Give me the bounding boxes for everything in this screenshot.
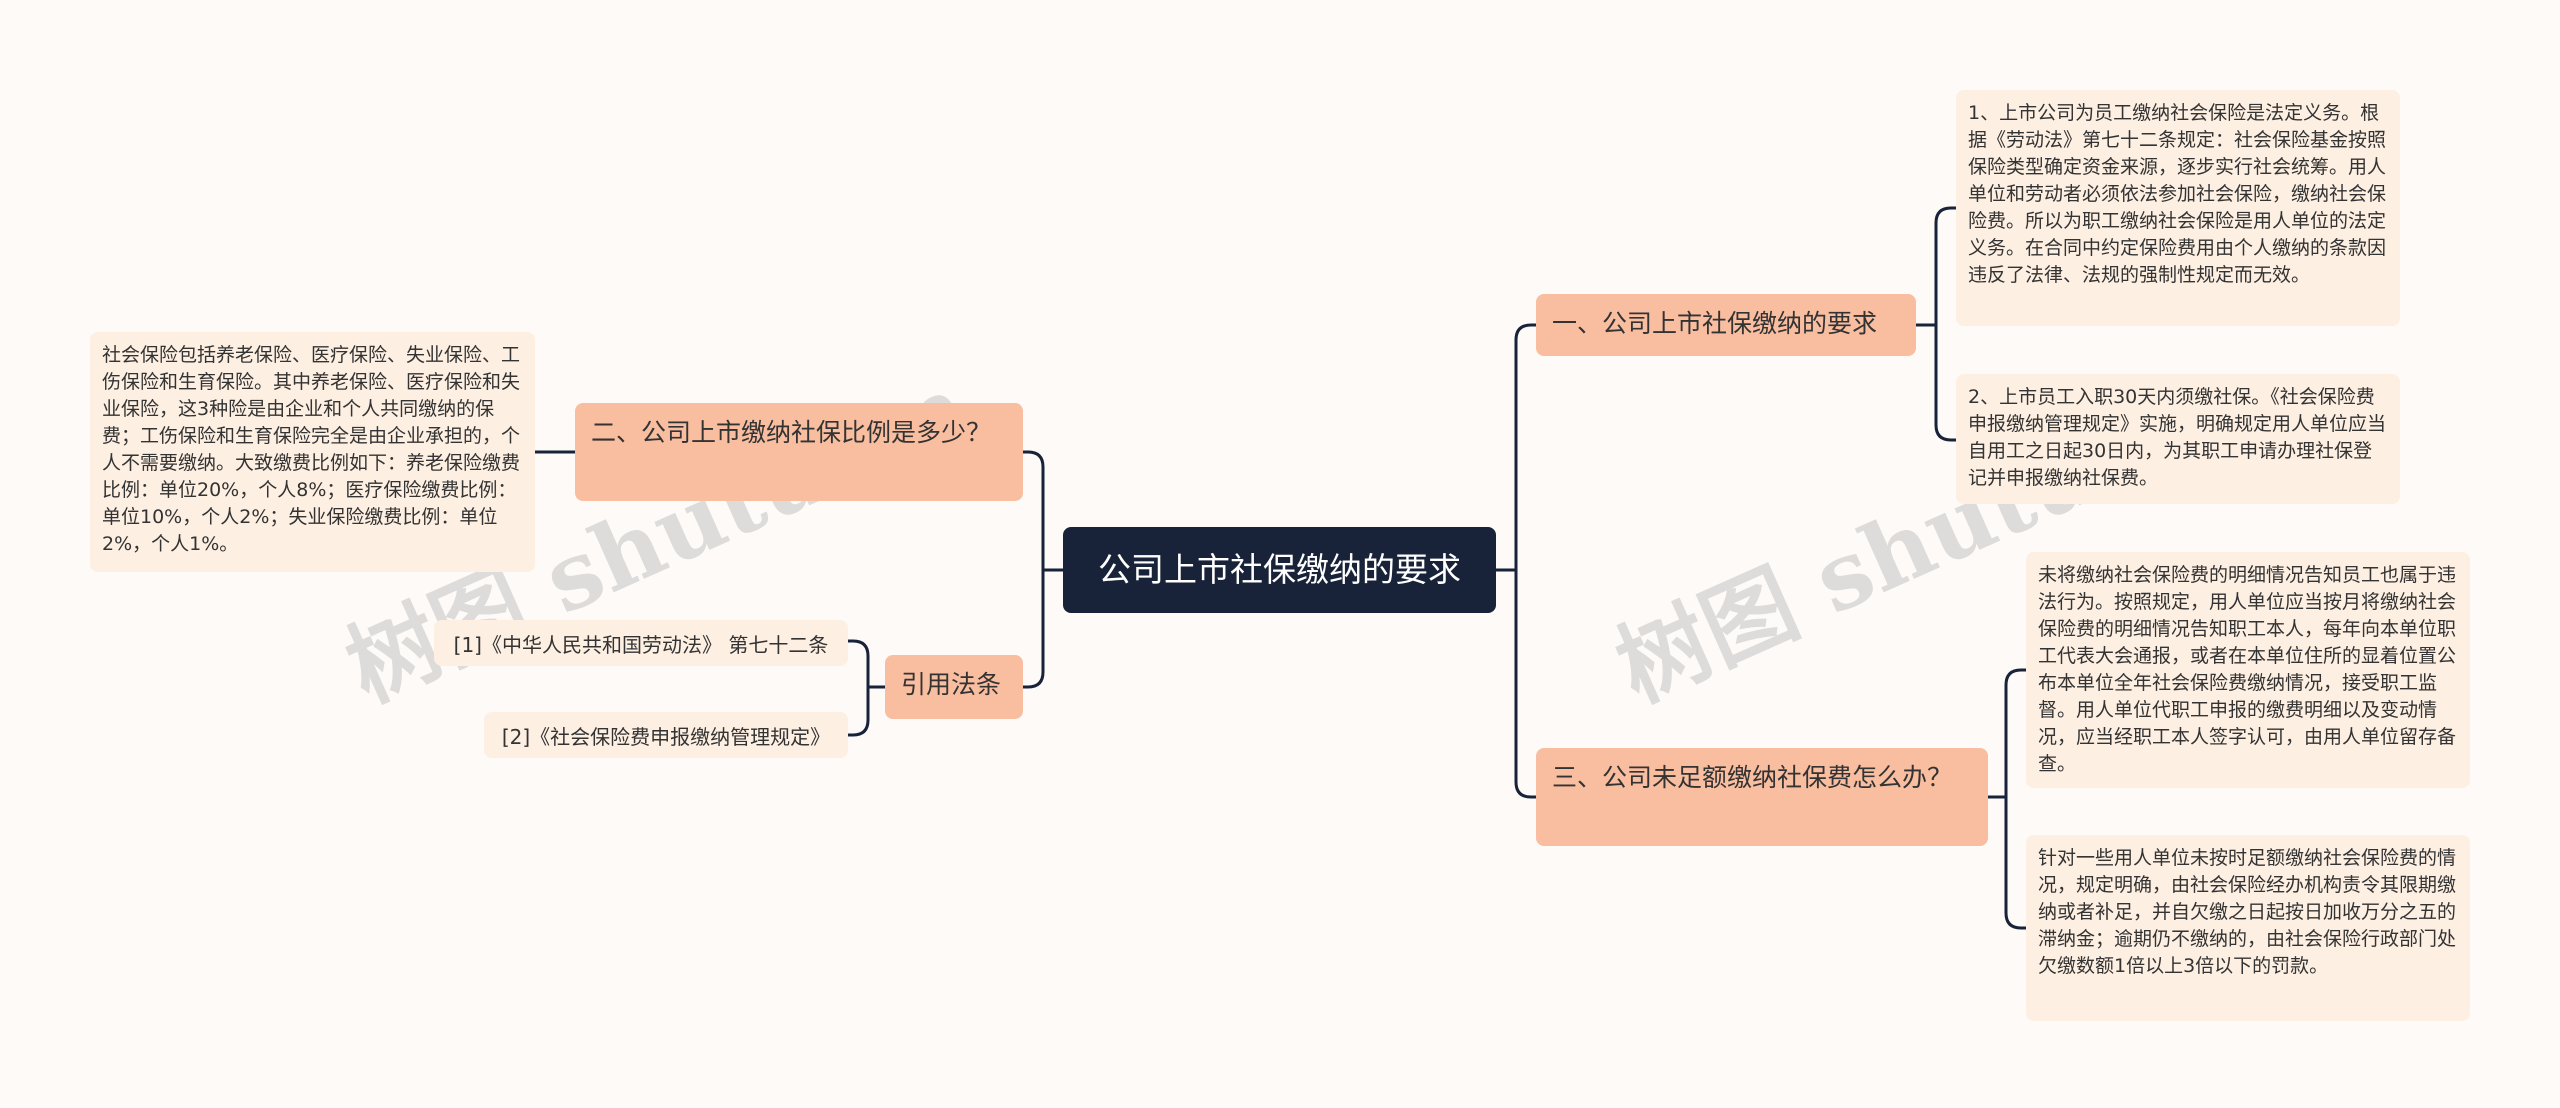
branch-node-2[interactable]: 二、公司上市缴纳社保比例是多少？ [575, 403, 1023, 501]
branch-node-4[interactable]: 引用法条 [885, 655, 1023, 719]
connector-root-b1 [1496, 323, 1536, 572]
connector-root-b4 [1023, 568, 1063, 689]
root-node[interactable]: 公司上市社保缴纳的要求 [1063, 527, 1496, 613]
connector-b1-leaf1 [1916, 206, 1956, 327]
connector-b3-leaf1 [1988, 668, 2026, 799]
connector-root-b2 [1023, 450, 1063, 572]
leaf-node-b1-1[interactable]: 1、上市公司为员工缴纳社会保险是法定义务。根据《劳动法》第七十二条规定：社会保险… [1956, 90, 2400, 326]
connector-b4-leaf2 [848, 685, 885, 737]
leaf-node-b2-1[interactable]: 社会保险包括养老保险、医疗保险、失业保险、工伤保险和生育保险。其中养老保险、医疗… [90, 332, 535, 572]
branch-node-3[interactable]: 三、公司未足额缴纳社保费怎么办？ [1536, 748, 1988, 846]
leaf-node-b3-1[interactable]: 未将缴纳社会保险费的明细情况告知员工也属于违法行为。按照规定，用人单位应当按月将… [2026, 552, 2470, 788]
connector-b1-leaf2 [1916, 323, 1956, 442]
branch-node-1[interactable]: 一、公司上市社保缴纳的要求 [1536, 294, 1916, 356]
connector-b4-leaf1 [848, 639, 885, 689]
leaf-node-b4-1[interactable]: [1]《中华人民共和国劳动法》 第七十二条 [434, 620, 848, 666]
leaf-node-b1-2[interactable]: 2、上市员工入职30天内须缴社保。《社会保险费申报缴纳管理规定》实施，明确规定用… [1956, 374, 2400, 504]
connector-root-b3 [1496, 568, 1536, 799]
leaf-node-b3-2[interactable]: 针对一些用人单位未按时足额缴纳社会保险费的情况，规定明确，由社会保险经办机构责令… [2026, 835, 2470, 1021]
connector-b3-leaf2 [1988, 795, 2026, 930]
leaf-node-b4-2[interactable]: [2]《社会保险费申报缴纳管理规定》 [484, 712, 848, 758]
